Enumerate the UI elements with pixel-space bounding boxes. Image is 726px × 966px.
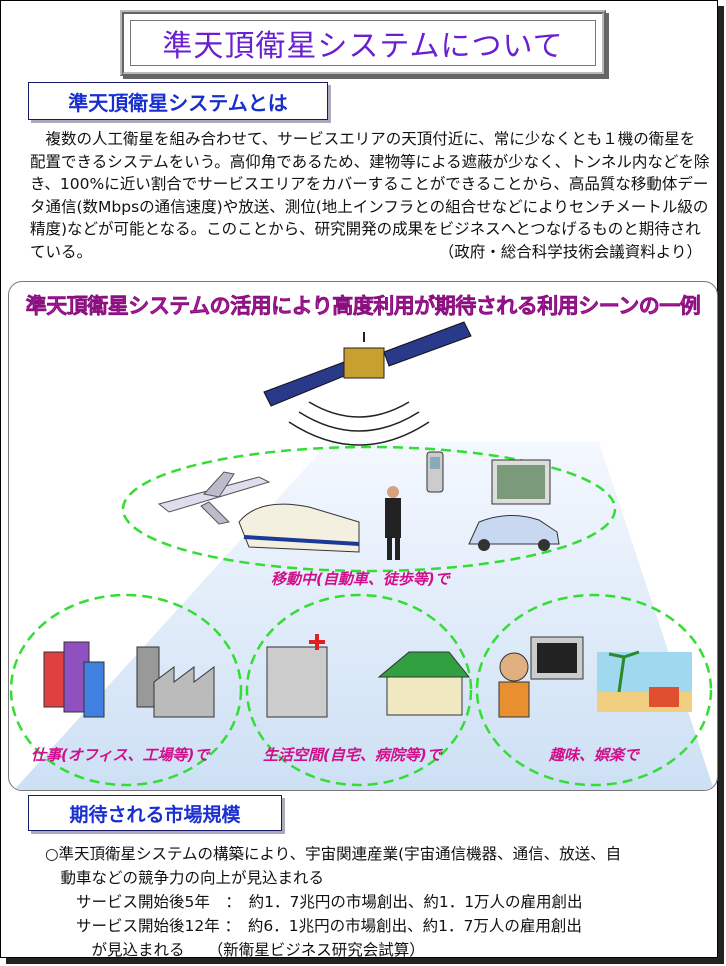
title-box: 準天頂衛星システムについて <box>120 10 606 76</box>
factory-icon <box>136 646 215 718</box>
section-heading-market: 期待される市場規模 <box>28 795 282 831</box>
diagram-title: 準天頂衛星システムの活用により高度利用が期待される利用シーンの一例 <box>25 294 701 319</box>
office-buildings-icon <box>43 641 105 718</box>
hospital-icon <box>266 634 328 718</box>
beach-icon <box>597 650 692 712</box>
market-line: サービス開始後5年 ： 約1．7兆円の市場創出、約1．1万人の雇用創出 <box>45 893 583 911</box>
person-watching-icon <box>498 652 530 718</box>
house-icon <box>377 651 471 716</box>
scene-illustration <box>9 321 714 790</box>
work-scene-ellipse <box>9 593 243 787</box>
market-line: サービス開始後12年 ： 約6．1兆円の市場創出、約1．7万人の雇用創出 <box>45 917 582 935</box>
car-icon <box>468 515 560 551</box>
scene-label-work: 仕事(オフィス、工場等)で <box>31 746 210 764</box>
about-text: 複数の人工衛星を組み合わせて、サービスエリアの天頂付近に、常に少なくとも１機の衛… <box>30 130 710 261</box>
bullet-train-icon <box>238 503 360 553</box>
television-icon <box>530 636 584 680</box>
about-paragraph: 複数の人工衛星を組み合わせて、サービスエリアの天頂付近に、常に少なくとも１機の衛… <box>30 128 710 264</box>
section-heading-about: 準天頂衛星システムとは <box>28 82 328 120</box>
scene-label-living: 生活空間(自宅、病院等)で <box>263 746 442 764</box>
car-navigation-icon <box>491 459 551 505</box>
about-source: （政府・総合科学技術会議資料より） <box>438 242 702 261</box>
page-title: 準天頂衛星システムについて <box>130 20 596 66</box>
satellite-icon <box>263 321 472 446</box>
market-line: ○準天頂衛星システムの構築により、宇宙関連産業(宇宙通信機器、通信、放送、自 <box>45 845 622 863</box>
moving-scene-ellipse <box>121 445 617 573</box>
businessman-icon <box>385 486 401 560</box>
scene-label-hobby: 趣味、娯楽で <box>549 746 640 764</box>
market-line: 動車などの競争力の向上が見込まれる <box>45 869 325 887</box>
coverage-beam <box>14 442 714 790</box>
market-line: が見込まれる （新衛星ビジネス研究会試算） <box>45 941 425 959</box>
usage-scene-diagram: 準天頂衛星システムの活用により高度利用が期待される利用シーンの一例 移動中(自動… <box>8 281 718 791</box>
airplane-icon <box>157 471 271 525</box>
living-scene-ellipse <box>245 593 473 787</box>
mobile-phone-icon <box>426 451 444 493</box>
market-text: ○準天頂衛星システムの構築により、宇宙関連産業(宇宙通信機器、通信、放送、自 動… <box>45 842 705 962</box>
hobby-scene-ellipse <box>475 593 713 787</box>
scene-label-moving: 移動中(自動車、徒歩等)で <box>271 570 450 588</box>
